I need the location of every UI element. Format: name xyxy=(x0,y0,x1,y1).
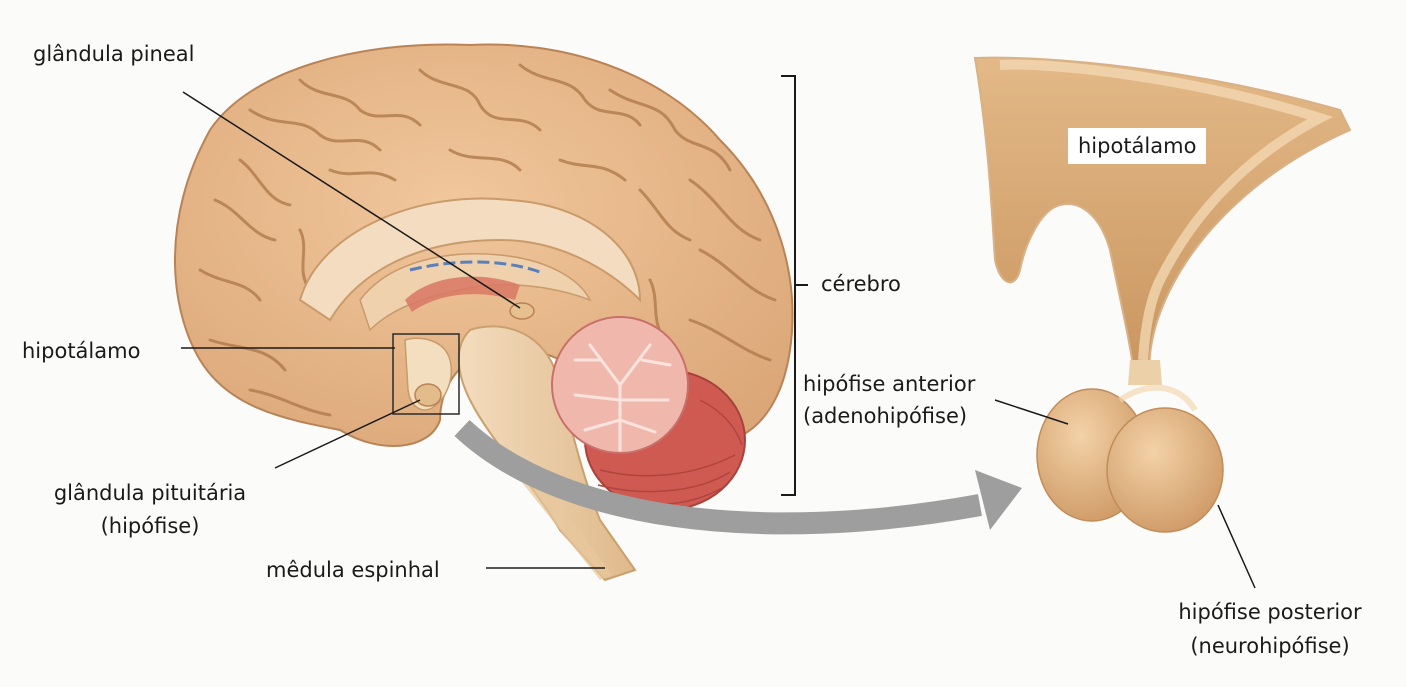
label-hypothalamus-enlarged: hipotálamo xyxy=(1068,128,1206,164)
posterior-pituitary xyxy=(1107,408,1223,532)
label-pituitary-gland: glândula pituitária xyxy=(30,477,270,509)
label-posterior-pituitary: hipófise posterior xyxy=(1160,596,1380,628)
pineal-gland xyxy=(510,303,534,319)
label-neurohypophysis: (neurohipófise) xyxy=(1160,630,1380,662)
label-brain: cérebro xyxy=(821,268,901,300)
label-hypothalamus: hipotálamo xyxy=(22,335,140,367)
label-pituitary-alt: (hipófise) xyxy=(30,510,270,542)
label-adenohypophysis: (adenohipófise) xyxy=(803,400,967,432)
leader-posterior xyxy=(1218,505,1255,588)
label-spinal-cord: mêdula espinhal xyxy=(266,554,440,586)
label-anterior-pituitary: hipófise anterior xyxy=(803,368,975,400)
label-pineal-gland: glândula pineal xyxy=(33,38,194,70)
